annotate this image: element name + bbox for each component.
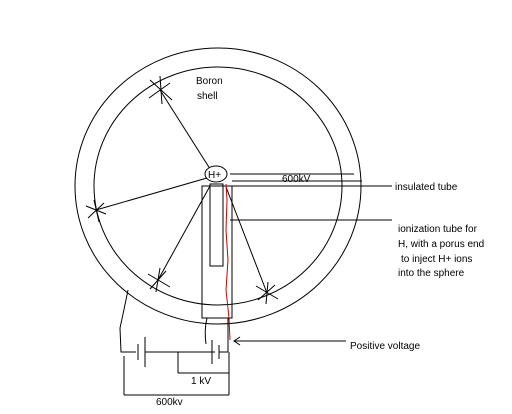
shell-label-line1: Boron xyxy=(196,76,223,87)
small-supply-label: 1 kV xyxy=(191,376,211,387)
spark-marks xyxy=(85,75,279,305)
shell-voltage-label: 600kV xyxy=(282,174,311,185)
center-ion-ball xyxy=(204,165,228,183)
pointer-lines xyxy=(230,185,392,346)
shell-label-line2: shell xyxy=(197,91,218,102)
ion-tube-label-line3: to inject H+ ions xyxy=(401,254,472,265)
spark-left xyxy=(85,199,107,223)
spark-top xyxy=(148,75,173,105)
circuit xyxy=(119,289,230,396)
red-wire xyxy=(225,183,231,341)
big-supply-label: 600kv xyxy=(156,397,183,408)
center-ion-label: H+ xyxy=(208,170,221,181)
insulated-tube xyxy=(201,185,233,319)
insulated-tube-label: insulated tube xyxy=(395,182,458,193)
spark-bottom-right xyxy=(255,281,279,305)
ion-tube-label-line4: into the sphere xyxy=(398,268,465,279)
positive-voltage-label: Positive voltage xyxy=(350,341,420,352)
ionization-tube xyxy=(209,183,224,267)
ion-tube-label-line1: ionization tube for xyxy=(398,224,478,235)
ion-tube-label-line2: H, with a porus end xyxy=(398,239,484,250)
rays xyxy=(95,89,362,294)
spark-bottom-left xyxy=(147,267,171,293)
